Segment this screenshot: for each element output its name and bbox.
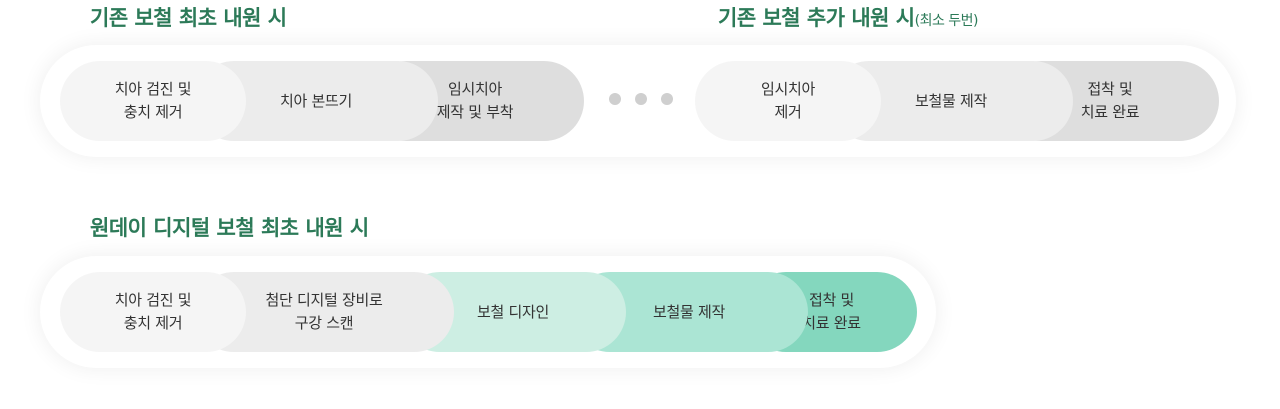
flow2-title: 기존 보철 추가 내원 시(최소 두번)	[718, 6, 979, 30]
flow-track-bottom: 접착 및 치료 완료 보철물 제작 보철 디자인 첨단 디지털 장비로 구강 스…	[40, 256, 936, 368]
flow2-title-note: (최소 두번)	[914, 13, 979, 29]
flow1-title: 기존 보철 최초 내원 시	[90, 6, 287, 30]
flow2-pill: 접착 및 치료 완료 보철물 제작 임시치아 제거	[695, 61, 1219, 141]
flow3-title: 원데이 디지털 보철 최초 내원 시	[90, 216, 369, 240]
flow3-pill: 접착 및 치료 완료 보철물 제작 보철 디자인 첨단 디지털 장비로 구강 스…	[60, 272, 917, 352]
ellipsis-dots	[609, 93, 673, 105]
flow2-step-1: 임시치아 제거	[695, 61, 881, 141]
flow-track-top: 임시치아 제작 및 부착 치아 본뜨기 치아 검진 및 충치 제거 접착 및 치…	[40, 45, 1236, 157]
dot	[635, 93, 647, 105]
flow1-step-1: 치아 검진 및 충치 제거	[60, 61, 246, 141]
dot	[609, 93, 621, 105]
flow3-step-1: 치아 검진 및 충치 제거	[60, 272, 246, 352]
dot	[661, 93, 673, 105]
flow1-pill: 임시치아 제작 및 부착 치아 본뜨기 치아 검진 및 충치 제거	[60, 61, 584, 141]
